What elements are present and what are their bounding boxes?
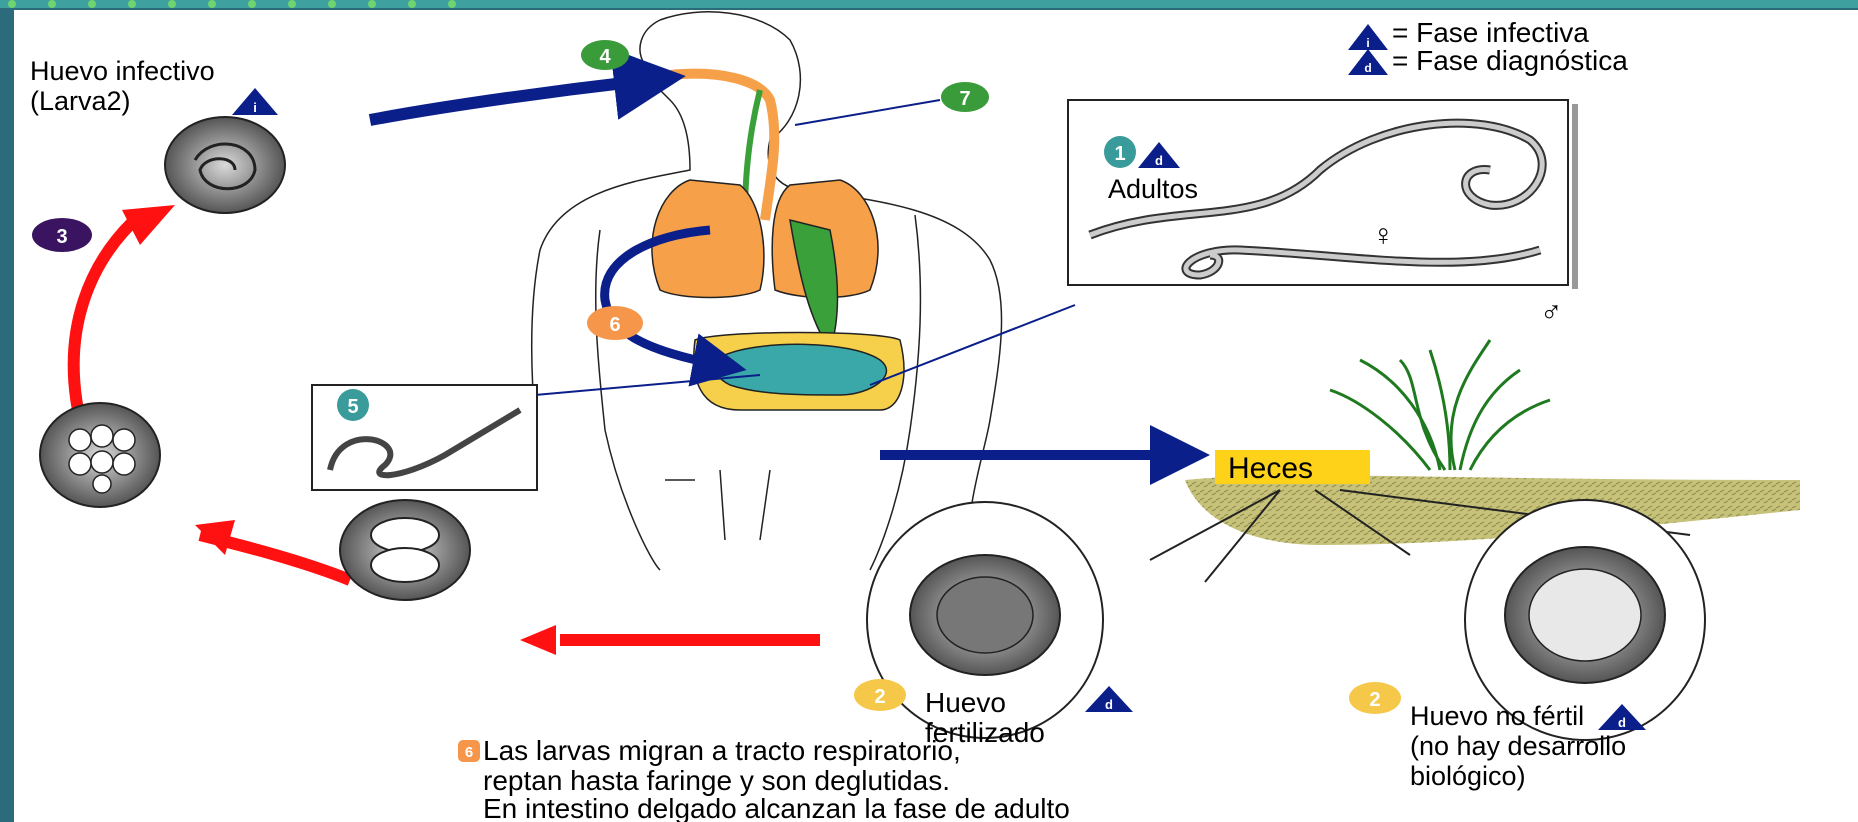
marker-5-number: 5 bbox=[347, 396, 358, 418]
feces-label: Heces bbox=[1228, 452, 1313, 485]
non-fertile-label-1: Huevo no fértil bbox=[1410, 701, 1584, 731]
legend-diagnostic-letter: d bbox=[1364, 61, 1371, 75]
fertilized-badge-letter: d bbox=[1105, 697, 1113, 712]
footnote-line-1: Las larvas migran a tracto respiratorio, bbox=[483, 735, 961, 766]
marker-7-number: 7 bbox=[959, 88, 970, 110]
non-fertile-label-2: (no hay desarrollo bbox=[1410, 731, 1626, 761]
non-fertile-badge-letter: d bbox=[1618, 715, 1626, 730]
feces: Heces bbox=[1215, 450, 1370, 485]
marker-4-number: 4 bbox=[599, 46, 611, 68]
footnote-marker-number: 6 bbox=[465, 744, 473, 761]
fertilized-label-1: Huevo bbox=[925, 687, 1006, 718]
infective-badge-letter: i bbox=[253, 100, 257, 115]
marker-6-number: 6 bbox=[609, 314, 620, 336]
segmented-egg bbox=[40, 403, 160, 507]
marker-1-number: 1 bbox=[1114, 143, 1125, 165]
footnote-line-3: En intestino delgado alcanzan la fase de… bbox=[483, 793, 1070, 822]
marker-3-number: 3 bbox=[56, 226, 67, 248]
non-fertile-label-3: biológico) bbox=[1410, 761, 1526, 791]
top-stripe bbox=[0, 0, 1858, 8]
infective-egg-label-1: Huevo infectivo bbox=[30, 56, 215, 86]
footnote-line-2: reptan hasta faringe y son deglutidas. bbox=[483, 765, 950, 796]
marker-2a-number: 2 bbox=[874, 686, 885, 708]
two-cell-egg bbox=[340, 500, 470, 600]
male-symbol: ♂ bbox=[1540, 296, 1563, 329]
female-symbol: ♀ bbox=[1372, 219, 1395, 252]
stage-1-badge-letter: d bbox=[1155, 153, 1163, 168]
marker-2b-number: 2 bbox=[1369, 689, 1380, 711]
legend-diagnostic-text: = Fase diagnóstica bbox=[1392, 45, 1628, 76]
adults-label: Adultos bbox=[1108, 174, 1198, 204]
legend-infective-letter: i bbox=[1366, 36, 1369, 50]
larva-box: 5 bbox=[312, 385, 537, 490]
legend-infective-text: = Fase infectiva bbox=[1392, 17, 1589, 48]
small-intestine bbox=[714, 344, 886, 395]
infective-egg-label-2: (Larva2) bbox=[30, 86, 131, 116]
